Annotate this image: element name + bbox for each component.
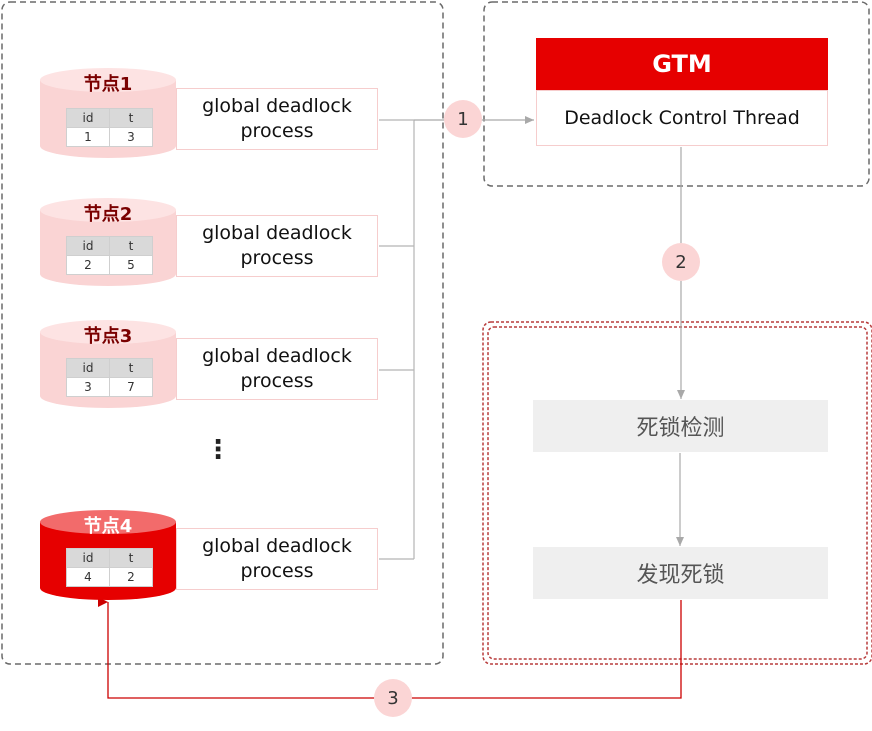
detection-container-inner — [487, 326, 868, 660]
node-2-process: global deadlock process — [176, 215, 378, 277]
table-header-id: id — [66, 548, 110, 568]
node-3-process: global deadlock process — [176, 338, 378, 400]
table-cell-id: 1 — [66, 127, 110, 147]
node-1-label: 节点1 — [83, 74, 133, 95]
node-4-process: global deadlock process — [176, 528, 378, 590]
detection-container-outer — [482, 321, 872, 665]
node-4-label: 节点4 — [83, 516, 133, 537]
more-nodes-ellipsis: ⋮ — [205, 435, 231, 465]
table-header-t: t — [109, 108, 153, 128]
deadlock-control-thread: Deadlock Control Thread — [536, 90, 828, 146]
table-cell-id: 2 — [66, 255, 110, 275]
step-badge-1: 1 — [444, 100, 482, 138]
table-header-id: id — [66, 358, 110, 378]
gtm-title: GTM — [536, 38, 828, 90]
table-cell-t: 2 — [109, 567, 153, 587]
table-cell-id: 4 — [66, 567, 110, 587]
table-cell-id: 3 — [66, 377, 110, 397]
node-1-process: global deadlock process — [176, 88, 378, 150]
table-cell-t: 5 — [109, 255, 153, 275]
table-header-id: id — [66, 108, 110, 128]
node-3-label: 节点3 — [83, 326, 133, 347]
table-header-id: id — [66, 236, 110, 256]
table-cell-t: 3 — [109, 127, 153, 147]
table-header-t: t — [109, 236, 153, 256]
nodes-container — [1, 1, 444, 665]
step-badge-2: 2 — [662, 243, 700, 281]
node-2-label: 节点2 — [83, 204, 133, 225]
step-badge-3: 3 — [374, 679, 412, 717]
gtm-container — [483, 1, 870, 187]
table-header-t: t — [109, 358, 153, 378]
bus-connectors — [379, 119, 415, 560]
table-header-t: t — [109, 548, 153, 568]
step-deadlock-found: 发现死锁 — [533, 547, 828, 599]
table-cell-t: 7 — [109, 377, 153, 397]
step-deadlock-detection: 死锁检测 — [533, 400, 828, 452]
